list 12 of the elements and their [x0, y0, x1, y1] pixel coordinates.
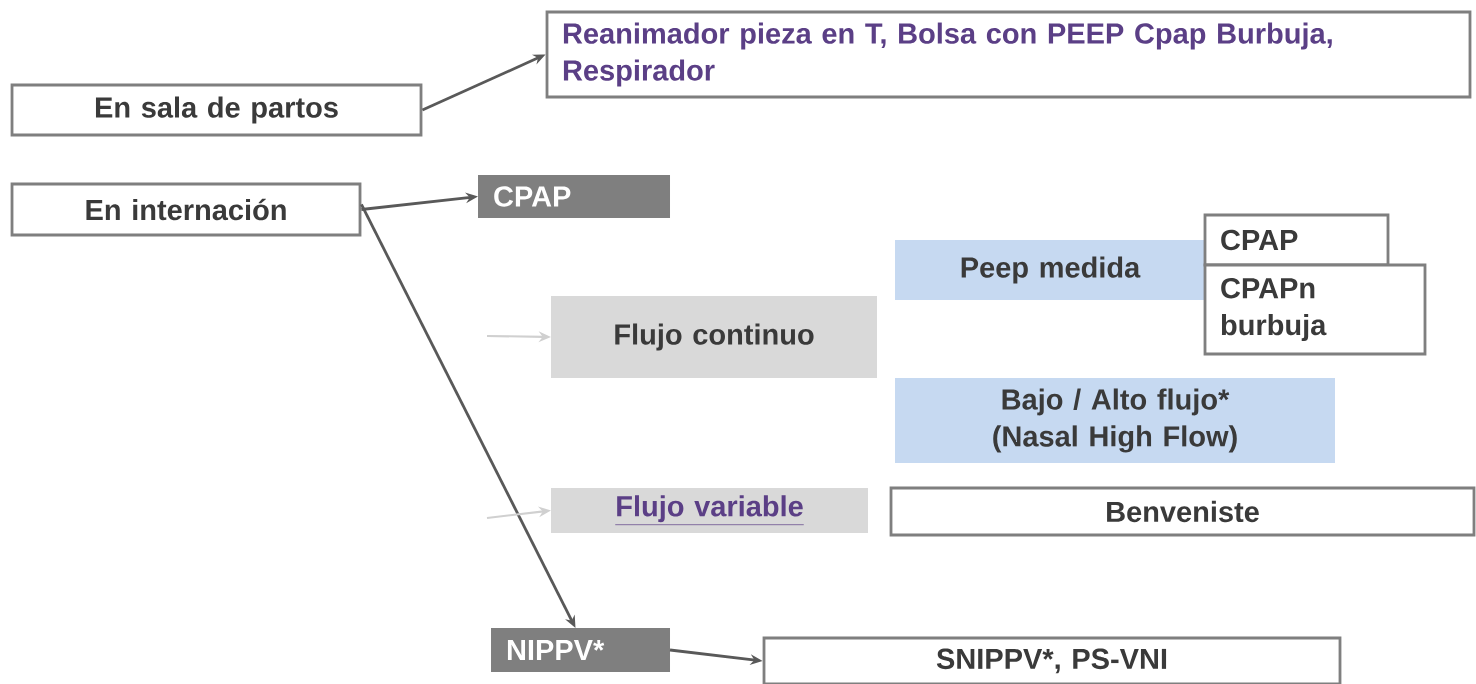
device-box: CPAP [1203, 213, 1390, 267]
mode-box: NIPPV* [491, 628, 670, 672]
flow-box: Flujo variable [551, 488, 868, 533]
type-box: Peep medida [895, 240, 1205, 300]
type-box: Bajo / Alto flujo* (Nasal High Flow) [895, 378, 1335, 463]
mode-box: CPAP [478, 175, 670, 218]
flow-box: Flujo continuo [551, 296, 877, 378]
device-box: Benveniste [889, 486, 1476, 537]
device-box: SNIPPV*, PS-VNI [762, 636, 1342, 684]
device-box: Reanimador pieza en T, Bolsa con PEEP Cpap Burbuja, Respirador [545, 10, 1472, 99]
category-box: En sala de partos [10, 83, 423, 137]
category-box: En internación [10, 182, 362, 237]
